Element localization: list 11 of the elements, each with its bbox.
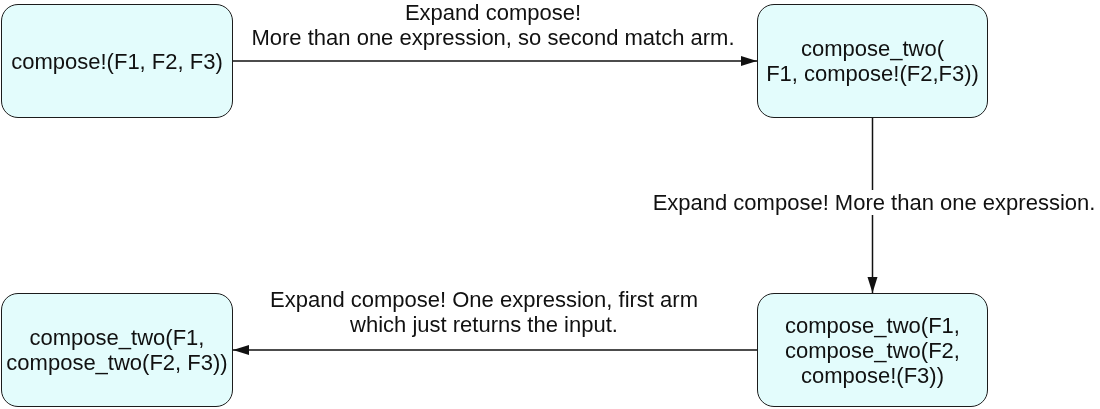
process-box — [1, 4, 233, 118]
node-text: compose_two(F1, compose_two(F2, compose!(F3)) — [785, 312, 960, 388]
arrow — [232, 56, 758, 66]
process-box — [1, 293, 233, 407]
arrow — [232, 345, 758, 355]
edge-label: Expand compose! More than one expression. — [652, 190, 1096, 215]
process-box — [757, 293, 988, 407]
node-text: compose!(F1, F2, F3) — [11, 48, 223, 74]
process-box — [757, 4, 988, 118]
node-text: compose_two(F1, compose_two(F2, F3)) — [6, 325, 228, 375]
node-text: compose_two( F1, compose!(F2,F3)) — [766, 36, 979, 86]
